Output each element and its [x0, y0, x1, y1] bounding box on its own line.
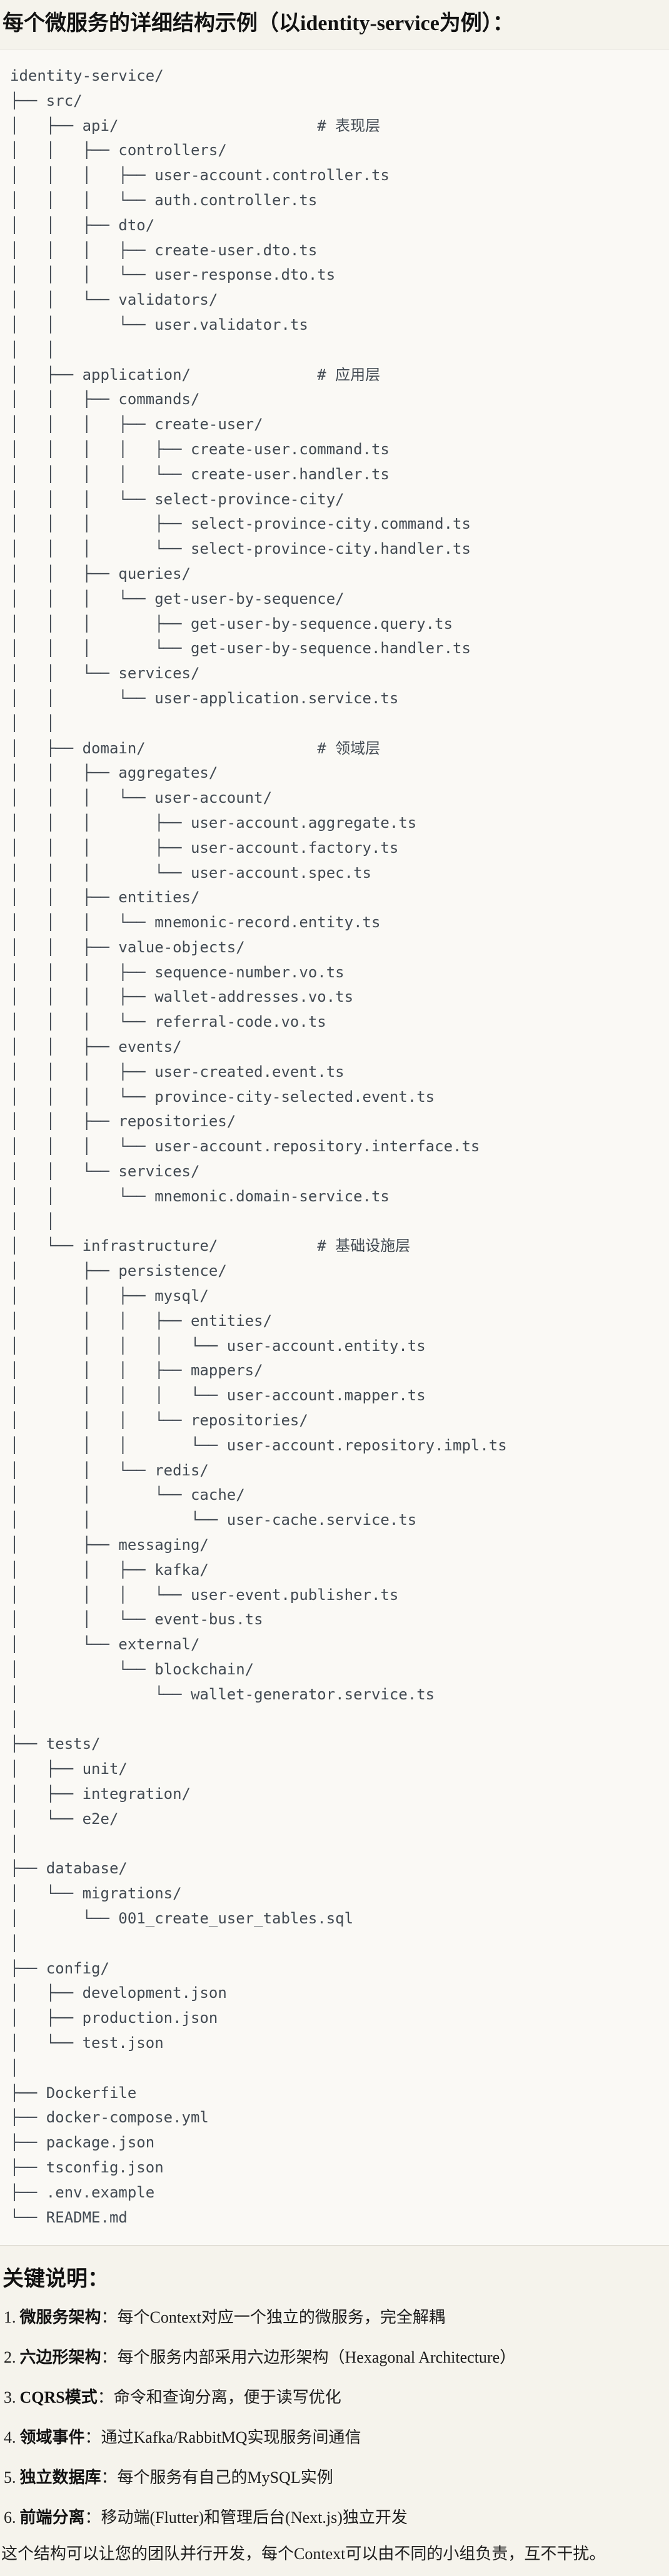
item-label: 前端分离 [19, 2508, 85, 2527]
item-label: 六边形架构 [19, 2348, 101, 2367]
list-item: 3.CQRS模式：命令和查询分离，便于读写优化 [4, 2387, 669, 2408]
item-label: 微服务架构 [19, 2308, 101, 2327]
list-item: 6.前端分离：移动端(Flutter)和管理后台(Next.js)独立开发 [4, 2507, 669, 2528]
code-block: identity-service/ ├── src/ │ ├── api/ # … [0, 49, 669, 2246]
list-item: 1.微服务架构：每个Context对应一个独立的微服务，完全解耦 [4, 2307, 669, 2328]
list-item: 2.六边形架构：每个服务内部采用六边形架构（Hexagonal Architec… [4, 2347, 669, 2368]
page-title: 每个微服务的详细结构示例（以identity-service为例）： [3, 12, 514, 35]
item-text: ：每个Context对应一个独立的微服务，完全解耦 [101, 2308, 445, 2327]
item-text: ：通过Kafka/RabbitMQ实现服务间通信 [84, 2428, 361, 2447]
list-item: 5.独立数据库：每个服务有自己的MySQL实例 [4, 2467, 669, 2488]
item-number: 3. [4, 2388, 16, 2407]
item-label: 独立数据库 [19, 2468, 101, 2487]
item-number: 4. [4, 2428, 16, 2447]
list-item: 4.领域事件：通过Kafka/RabbitMQ实现服务间通信 [4, 2427, 669, 2448]
item-number: 1. [4, 2308, 16, 2327]
item-text: ：命令和查询分离，便于读写优化 [97, 2388, 341, 2407]
item-number: 6. [4, 2508, 16, 2527]
notes-list: 1.微服务架构：每个Context对应一个独立的微服务，完全解耦 2.六边形架构… [4, 2307, 669, 2528]
item-number: 5. [4, 2468, 16, 2487]
item-text: ：移动端(Flutter)和管理后台(Next.js)独立开发 [84, 2508, 408, 2527]
notes-heading: 关键说明： [3, 2268, 109, 2291]
closing-note: 这个结构可以让您的团队并行开发，每个Context可以由不同的小组负责，互不干扰… [1, 2545, 606, 2563]
item-text: ：每个服务有自己的MySQL实例 [101, 2468, 333, 2487]
item-label: 领域事件 [19, 2428, 85, 2447]
item-number: 2. [4, 2348, 16, 2367]
item-text: ：每个服务内部采用六边形架构（Hexagonal Architecture） [101, 2348, 516, 2367]
item-label: CQRS模式 [19, 2388, 98, 2407]
directory-tree: identity-service/ ├── src/ │ ├── api/ # … [10, 67, 507, 2226]
